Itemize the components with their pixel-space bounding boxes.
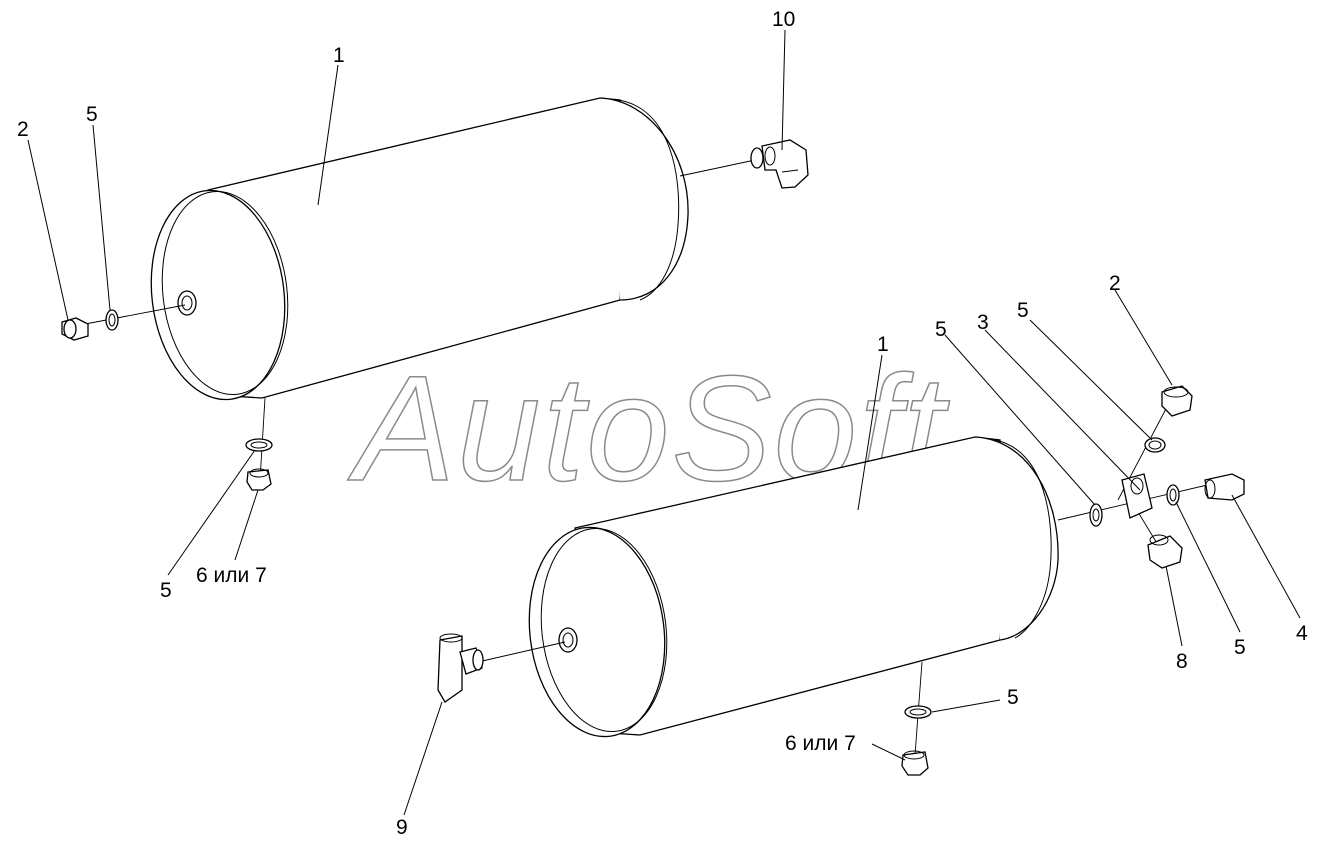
leader-washer-a-bottom [167, 449, 256, 576]
leader-drain-a [234, 489, 259, 561]
leader-plug-a [27, 139, 69, 321]
label-washer-a-end: 5 [86, 103, 98, 126]
union-face [1204, 479, 1216, 499]
washer-a-end [105, 309, 119, 331]
leader-cap [1165, 565, 1183, 647]
washer-b-left [1089, 503, 1103, 527]
union [1204, 473, 1245, 501]
washer-b-right-hole [1169, 488, 1177, 502]
label-fitting-a: 10 [772, 8, 795, 31]
leader-tee-fitting [403, 701, 443, 816]
plug-b-top [1163, 386, 1189, 398]
washer-b-top [1144, 437, 1166, 453]
label-tee-fitting: 9 [396, 816, 408, 839]
label-tank-a: 1 [333, 44, 345, 67]
label-washer-b-bottom: 5 [1007, 686, 1019, 709]
plug-b [1161, 385, 1193, 417]
tank-b-far-rim [994, 439, 1052, 639]
plug-a [61, 317, 89, 341]
tank-b-near-rim [540, 527, 668, 733]
axis-b-end [477, 641, 566, 663]
tee-fitting-body [437, 635, 463, 703]
leader-washer-b-left [944, 334, 1096, 506]
leader-lines [27, 29, 1301, 816]
leader-washer-a-end [92, 124, 111, 311]
label-drain-b: 6 или 7 [785, 732, 856, 755]
washer-a-end-hole [108, 313, 116, 327]
drain-a-top [249, 468, 269, 478]
tee-fitting-top [439, 633, 463, 643]
washer-a-bottom [245, 438, 273, 452]
drain-a [246, 468, 272, 491]
washer-b-bottom-hole [909, 708, 927, 716]
tank-b-near-end [528, 526, 666, 738]
tee-block [1121, 473, 1153, 519]
leader-tank-b [857, 354, 883, 511]
label-washer-a-bottom: 5 [160, 579, 172, 602]
washer-b-left-hole [1092, 508, 1100, 522]
leader-drain-b [871, 743, 906, 761]
label-washer-b-top: 5 [1017, 299, 1029, 322]
drain-a-hex [246, 469, 272, 491]
cap-top [1149, 534, 1169, 546]
tank-a-end-port [177, 290, 197, 316]
tank-a-near-rim [161, 190, 289, 396]
plug-a-face [63, 319, 77, 339]
label-drain-a: 6 или 7 [196, 564, 267, 587]
washer-b-bottom [904, 705, 932, 719]
label-washer-b-right: 5 [1234, 636, 1246, 659]
fitting-a-nut [750, 147, 764, 169]
tank-b [528, 436, 1059, 738]
cap-body [1147, 535, 1183, 569]
leader-tank-a [317, 64, 339, 206]
drain-b-top [903, 750, 925, 760]
leader-washer-b-top [1029, 319, 1153, 441]
tank-a-far-rim [617, 99, 680, 301]
drain-b [901, 750, 929, 776]
tank-a-end-port-bore [181, 295, 193, 311]
leader-washer-b-right [1175, 501, 1241, 633]
tank-a [150, 97, 689, 401]
callout-labels: 1 2 5 10 5 6 или 7 1 2 5 3 5 5 4 8 9 5 6… [17, 8, 1308, 839]
axis-a-top [679, 159, 756, 177]
label-washer-b-left: 5 [935, 318, 947, 341]
label-tee-block: 3 [977, 311, 989, 334]
label-plug-a: 2 [17, 118, 29, 141]
tee-block-body [1121, 473, 1153, 519]
fitting-a-elbow [761, 139, 809, 189]
tank-b-end-port-bore [562, 632, 574, 648]
union-body [1204, 473, 1245, 501]
axis-b-cap [1137, 511, 1159, 546]
tee-fitting [437, 633, 484, 703]
leader-plug-b [1114, 289, 1173, 386]
label-union: 4 [1296, 622, 1308, 645]
tank-b-end-port [558, 627, 578, 653]
washer-b-right [1166, 484, 1180, 506]
axis-a-end [79, 304, 186, 326]
tee-block-port [1130, 477, 1144, 495]
tee-fitting-nut [472, 649, 484, 671]
fitting-a-ring [764, 146, 776, 166]
plug-b-hex [1161, 385, 1193, 417]
label-plug-b: 2 [1109, 272, 1121, 295]
leader-fitting-a [781, 29, 786, 151]
label-tank-b: 1 [877, 333, 889, 356]
fitting-a-edge [781, 169, 799, 173]
washer-b-top-hole [1148, 440, 1162, 450]
label-cap: 8 [1176, 650, 1188, 673]
washer-a-bottom-hole [250, 441, 268, 449]
leader-tee-block [984, 329, 1141, 491]
tank-a-near-end [150, 189, 286, 401]
fitting-a-top [750, 139, 809, 189]
leader-union [1231, 494, 1301, 619]
leader-washer-b-bottom [931, 699, 1001, 713]
cap [1147, 534, 1183, 569]
